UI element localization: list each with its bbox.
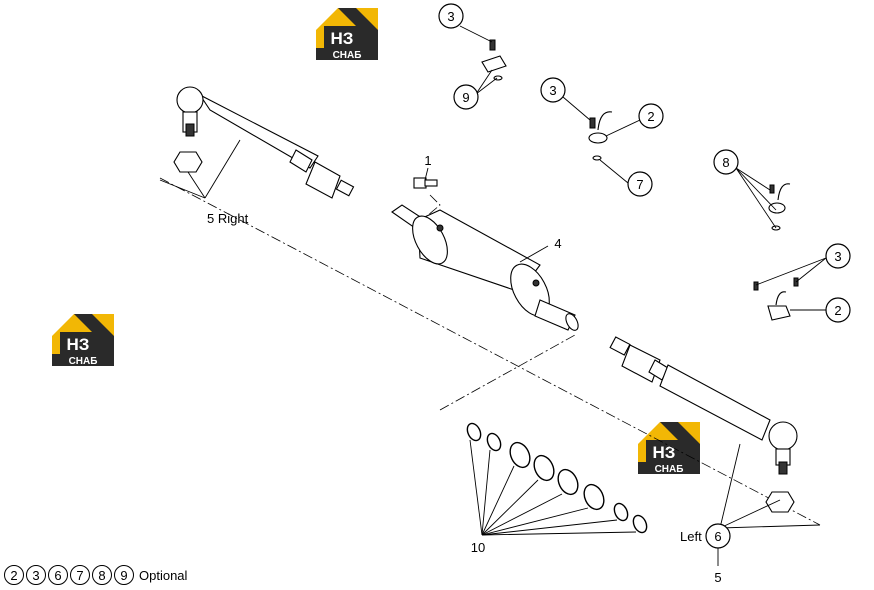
legend-callout: 3 [26,565,46,585]
svg-text:6: 6 [714,529,721,544]
callout-8: 8 [713,149,739,175]
brand-logo: НЗ СНАБ [52,314,114,367]
bolt [413,177,438,189]
leader-lines [159,25,827,566]
svg-text:3: 3 [834,249,841,264]
legend-callout: 9 [114,565,134,585]
fitting-group-mid [588,111,613,161]
brand-logo: НЗ СНАБ [638,422,700,475]
legend-callout: 8 [92,565,112,585]
brand-logo-line2: СНАБ [69,356,98,367]
brand-logo-line1: НЗ [67,335,90,354]
svg-text:3: 3 [549,83,556,98]
callout-3: 3 [825,243,851,269]
center-axis [159,177,821,526]
svg-text:3: 3 [447,9,454,24]
callout-9: 9 [453,84,479,110]
legend-callout: 7 [70,565,90,585]
left-tie-rod [609,336,798,513]
callout-7: 7 [627,171,653,197]
fitting-group-lower-right [753,277,799,321]
svg-text:2: 2 [647,109,654,124]
svg-text:9: 9 [462,90,469,105]
callout-2: 2 [638,103,664,129]
label-4: 4 [554,236,561,251]
label-5: 5 [714,570,721,585]
brand-logo: НЗ СНАБ [316,8,378,61]
right-tie-rod [173,86,355,199]
label-right: 5 Right [207,211,249,226]
legend-text: Optional [139,567,188,583]
label-10: 10 [471,540,485,555]
callout-3: 3 [438,3,464,29]
brand-logo-line2: СНАБ [655,464,684,475]
label-1: 1 [424,153,431,168]
callout-2: 2 [825,297,851,323]
seal-axis [439,334,576,411]
legend-callout: 2 [4,565,24,585]
fitting-group-top [481,39,507,81]
brand-logo-line1: НЗ [331,29,354,48]
seal-kit-rings [466,422,648,534]
legend-callout: 6 [48,565,68,585]
label-left: Left [680,529,702,544]
svg-text:2: 2 [834,303,841,318]
svg-text:7: 7 [636,177,643,192]
svg-text:8: 8 [722,155,729,170]
brand-logo-line2: СНАБ [333,50,362,61]
callout-6: 6 [705,523,731,549]
steering-cylinder [391,204,579,331]
fitting-group-right [768,183,791,231]
brand-logo-line1: НЗ [653,443,676,462]
callout-3: 3 [540,77,566,103]
optional-legend: 2 3 6 7 8 9 Optional [4,565,187,585]
